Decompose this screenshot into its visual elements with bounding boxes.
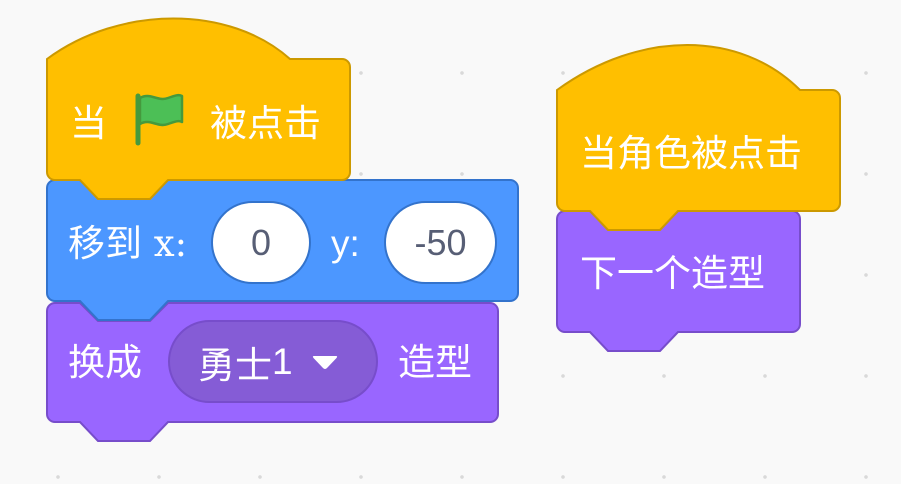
- go-to-label-text: 移到 x:: [68, 222, 188, 265]
- costume-label: 造型: [398, 341, 472, 384]
- costume-name: 勇士: [198, 343, 272, 387]
- when-flag-clicked-block-shape[interactable]: [46, 17, 351, 200]
- x-input[interactable]: 0: [211, 201, 311, 284]
- next-costume-label: 下一个造型: [580, 252, 765, 295]
- costume-number: 1: [272, 340, 293, 382]
- dropdown-arrow-icon: [312, 355, 337, 369]
- when-sprite-clicked-label: 当角色被点击: [580, 132, 802, 175]
- switch-label: 换成: [68, 341, 142, 384]
- go-to-label: 移到 x:: [68, 224, 187, 264]
- clicked-label: 被点击: [210, 102, 321, 145]
- y-label: y:: [331, 223, 360, 264]
- when-label: 当: [70, 102, 107, 145]
- when-sprite-clicked-block-shape[interactable]: [556, 44, 841, 231]
- green-flag-icon: [135, 93, 184, 146]
- y-input[interactable]: -50: [384, 201, 497, 284]
